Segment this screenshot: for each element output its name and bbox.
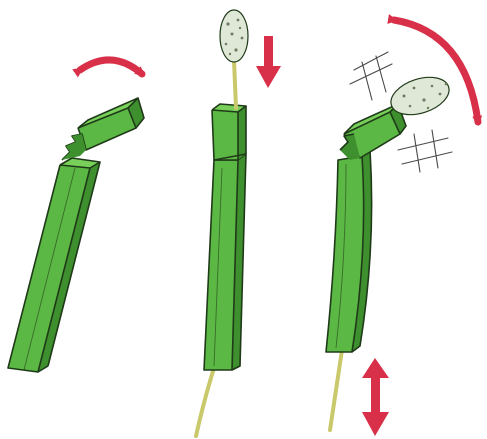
stem-right (326, 150, 372, 352)
stem-left-lower (8, 158, 100, 372)
rod-middle-top (234, 60, 236, 108)
stem-left-broken-tip (62, 98, 144, 160)
stem-right-bent-tip (340, 104, 406, 160)
motion-marks-upper-left (350, 52, 392, 100)
up-down-arrow-right (362, 358, 389, 436)
bend-arrow-left (80, 60, 142, 74)
motion-marks-right (398, 130, 452, 172)
panel-middle (196, 10, 281, 436)
stem-middle-sleeve (212, 104, 246, 160)
rod-right-bottom (330, 350, 342, 430)
panel-left (8, 60, 144, 372)
panel-right (326, 20, 478, 436)
stem-middle (204, 154, 246, 370)
rod-middle-bottom (196, 368, 214, 436)
cotton-swab-middle (220, 10, 248, 62)
down-arrow-middle (256, 36, 281, 88)
